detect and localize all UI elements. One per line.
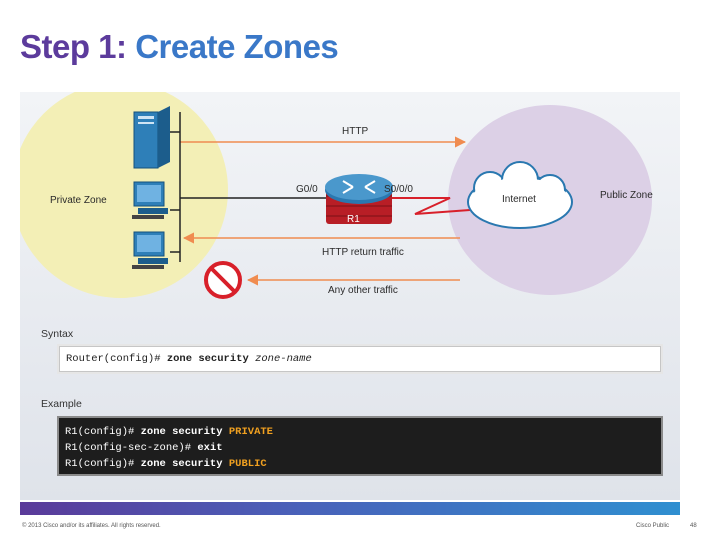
server-icon	[133, 106, 170, 169]
outside-interface-label: S0/0/0	[384, 184, 413, 195]
syntax-command: zone security	[166, 353, 249, 365]
blocked-icon	[204, 261, 242, 299]
syntax-argument: zone-name	[255, 353, 312, 365]
zone-diagram: Private Zone Public Zone Internet R1 G0/…	[20, 92, 653, 299]
example-prompt: R1(config-sec-zone)#	[65, 442, 192, 454]
internet-label: Internet	[502, 194, 536, 205]
example-prompt: R1(config)#	[65, 458, 135, 470]
example-code-box: R1(config)# zone security PRIVATE R1(con…	[59, 418, 661, 474]
pc-icon	[132, 231, 168, 269]
syntax-code-box: Router(config)# zone security zone-name	[59, 346, 661, 372]
title-main: Create Zones	[135, 28, 339, 65]
other-traffic-label: Any other traffic	[328, 285, 398, 296]
example-command: zone security	[140, 426, 223, 438]
example-line: R1(config-sec-zone)# exit	[65, 440, 655, 456]
internet-cloud-icon	[467, 161, 573, 229]
private-zone-circle	[20, 92, 228, 298]
inside-interface-label: G0/0	[296, 184, 318, 195]
example-line: R1(config)# zone security PRIVATE	[65, 424, 655, 440]
router-icon	[325, 174, 393, 224]
syntax-label: Syntax	[41, 328, 74, 340]
example-line: R1(config)# zone security PUBLIC	[65, 456, 655, 472]
http-label: HTTP	[342, 126, 368, 137]
copyright-text: © 2013 Cisco and/or its affiliates. All …	[22, 523, 161, 529]
syntax-prompt: Router(config)#	[66, 353, 161, 365]
private-zone-label: Private Zone	[50, 195, 107, 206]
page-number: 48	[690, 523, 697, 529]
example-prompt: R1(config)#	[65, 426, 135, 438]
page-title: Step 1: Create Zones	[20, 28, 339, 66]
example-value: PRIVATE	[228, 426, 273, 438]
example-value: PUBLIC	[228, 458, 267, 470]
example-label: Example	[41, 398, 82, 410]
footer-bar	[20, 502, 680, 515]
http-return-label: HTTP return traffic	[322, 247, 404, 258]
example-command: exit	[197, 442, 223, 454]
serial-link-icon	[388, 197, 471, 215]
pc-icon	[132, 181, 168, 219]
title-step: Step 1:	[20, 28, 127, 65]
public-zone-label: Public Zone	[600, 190, 653, 201]
classification-text: Cisco Public	[636, 523, 670, 529]
router-label: R1	[347, 214, 360, 225]
example-command: zone security	[140, 458, 223, 470]
